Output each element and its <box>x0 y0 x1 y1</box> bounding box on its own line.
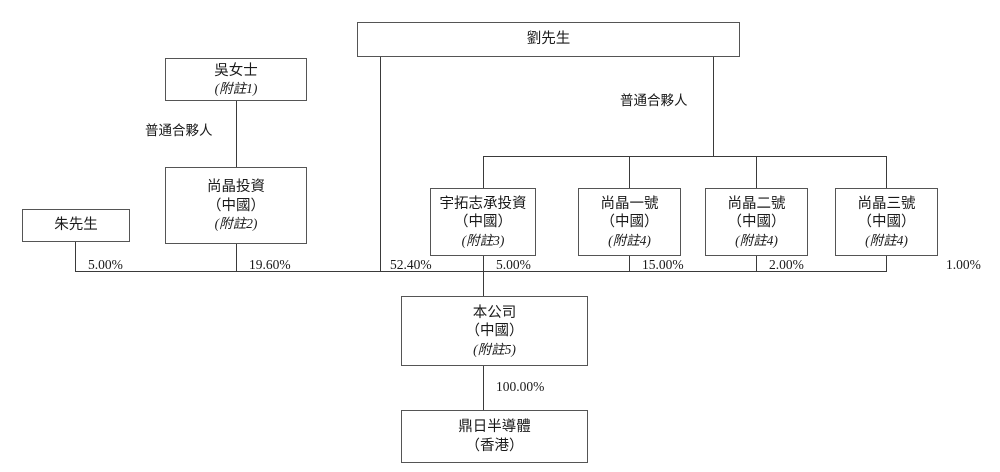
edge-label-shangjing-3-pct: 1.00% <box>946 257 981 272</box>
node-shangjing-2-name: 尚晶二號 <box>727 195 786 212</box>
node-company-name: 本公司 <box>472 304 517 321</box>
edge-fanbar-to-shangjing-3 <box>886 156 888 188</box>
node-liu[interactable]: 劉先生 <box>357 22 740 57</box>
node-shangjing-2-place: （中國） <box>727 214 786 231</box>
node-zhu[interactable]: 朱先生 <box>22 209 130 242</box>
node-yutuo-name: 宇拓志承投資 <box>439 195 527 212</box>
node-dingri-place: （香港） <box>465 437 524 454</box>
node-liu-name: 劉先生 <box>526 31 571 48</box>
node-wu-name: 吳女士 <box>214 62 258 79</box>
edge-zhu-to-bus <box>75 241 77 272</box>
edge-label-zhu-pct: 5.00% <box>88 257 123 272</box>
node-company-place: （中國） <box>465 323 524 340</box>
node-shangjing-2[interactable]: 尚晶二號 （中國） (附註4) <box>705 188 808 256</box>
node-dingri-name: 鼎日半導體 <box>458 418 531 435</box>
node-shangjing-3-name: 尚晶三號 <box>857 195 916 212</box>
node-shangjing-invest-name: 尚晶投資 <box>207 179 265 196</box>
edge-liu-to-fanbar <box>713 56 715 157</box>
node-wu-note: (附註1) <box>214 81 258 97</box>
node-company-note: (附註5) <box>473 341 516 357</box>
node-company[interactable]: 本公司 （中國） (附註5) <box>401 296 588 366</box>
node-yutuo[interactable]: 宇拓志承投資 （中國） (附註3) <box>430 188 536 256</box>
edge-wu-to-shangjing-invest <box>236 100 238 167</box>
node-shangjing-invest-note: (附註2) <box>214 216 258 232</box>
node-zhu-name: 朱先生 <box>54 217 98 234</box>
node-shangjing-1-name: 尚晶一號 <box>600 195 659 212</box>
node-yutuo-place: （中國） <box>454 214 512 231</box>
edge-fan-bar <box>483 156 887 158</box>
edge-shangjing-2-to-bus <box>756 255 758 272</box>
edge-liu-to-bus <box>380 56 382 272</box>
edge-fanbar-to-yutuo <box>483 156 485 188</box>
node-dingri[interactable]: 鼎日半導體 （香港） <box>401 410 588 463</box>
node-shangjing-1-note: (附註4) <box>608 232 651 248</box>
edge-bus-to-company <box>483 255 485 297</box>
node-wu[interactable]: 吳女士 (附註1) <box>165 58 307 101</box>
edge-shangjing-invest-to-bus <box>236 243 238 272</box>
edge-label-gp-right: 普通合夥人 <box>620 93 688 108</box>
node-shangjing-1[interactable]: 尚晶一號 （中國） (附註4) <box>578 188 681 256</box>
node-shangjing-1-place: （中國） <box>600 214 659 231</box>
edge-fanbar-to-shangjing-2 <box>756 156 758 188</box>
edge-label-shangjing-1-pct: 15.00% <box>642 257 684 272</box>
node-yutuo-note: (附註3) <box>461 232 505 248</box>
edge-shangjing-1-to-bus <box>629 255 631 272</box>
node-shangjing-invest-place: （中國） <box>207 197 265 214</box>
node-shangjing-invest[interactable]: 尚晶投資 （中國） (附註2) <box>165 167 307 244</box>
edge-label-shangjing-invest-pct: 19.60% <box>249 257 291 272</box>
node-shangjing-3-note: (附註4) <box>865 232 908 248</box>
edge-label-yutuo-pct: 5.00% <box>496 257 531 272</box>
node-shangjing-2-note: (附註4) <box>735 232 778 248</box>
edge-shangjing-3-to-bus <box>886 255 888 272</box>
edge-fanbar-to-shangjing-1 <box>629 156 631 188</box>
edge-label-shangjing-2-pct: 2.00% <box>769 257 804 272</box>
node-shangjing-3[interactable]: 尚晶三號 （中國） (附註4) <box>835 188 938 256</box>
edge-company-to-dingri <box>483 366 485 411</box>
edge-label-liu-pct: 52.40% <box>390 257 432 272</box>
edge-label-dingri-pct: 100.00% <box>496 379 545 394</box>
node-shangjing-3-place: （中國） <box>857 214 916 231</box>
edge-label-gp-left: 普通合夥人 <box>145 123 213 138</box>
edge-ownership-bus <box>75 271 886 273</box>
